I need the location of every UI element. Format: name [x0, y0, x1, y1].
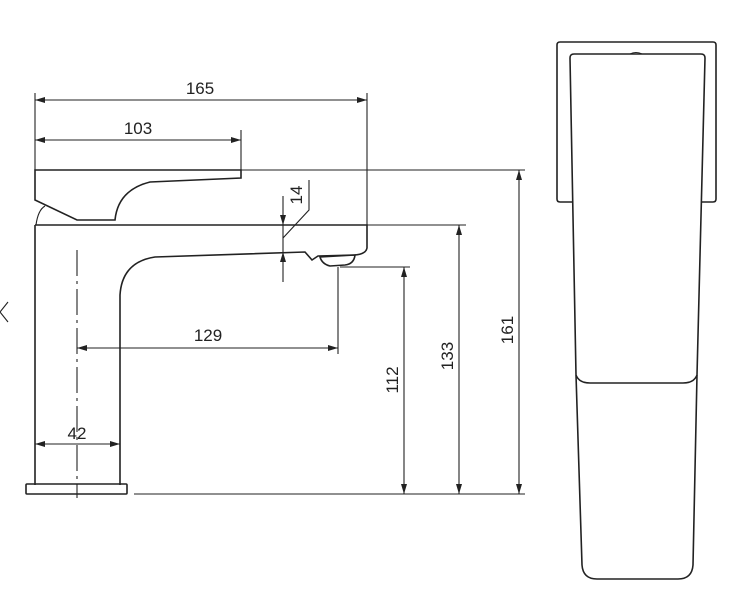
dimension-112: 112: [383, 366, 402, 393]
handle-joint: [35, 205, 46, 226]
dimension-14: 14: [287, 186, 306, 205]
lever-upper: [569, 53, 706, 384]
dimension-133: 133: [438, 342, 457, 370]
body-lower: [575, 374, 698, 580]
dimension-161: 161: [498, 316, 517, 344]
dimension-129: 129: [194, 326, 222, 345]
dimension-103: 103: [124, 119, 152, 138]
dimensions: 165 103 14 129 112 133 161 42: [34, 79, 525, 495]
chevron-left-icon: [0, 301, 9, 323]
side-view: [25, 169, 368, 498]
body-outline: [35, 224, 368, 485]
aerator: [318, 254, 356, 267]
handle-outline: [34, 169, 242, 221]
cap-mark: [629, 51, 643, 55]
front-view: [556, 41, 717, 580]
dimension-165: 165: [186, 79, 214, 98]
handle-cap: [556, 41, 717, 203]
dimension-42: 42: [68, 424, 87, 443]
